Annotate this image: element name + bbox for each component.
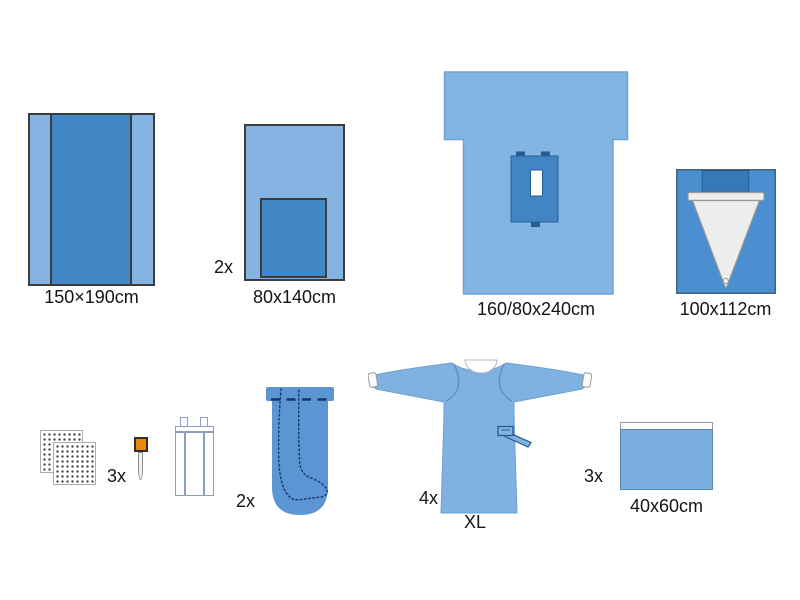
patch-tab: [516, 151, 525, 158]
gown-graphic: [368, 359, 592, 514]
collection-cone: [691, 199, 761, 288]
pouch-top-panel: [701, 170, 750, 193]
adhesive-drape-graphic: [244, 124, 345, 281]
side-drape-graphic: [28, 113, 155, 286]
leg-cover-graphic: [266, 387, 334, 515]
leg-cover-qty-label: 2x: [236, 491, 256, 511]
collection-cone-rim: [687, 191, 765, 202]
side-drape-size-label: 150×190cm: [44, 287, 139, 307]
holder-seam-line: [203, 431, 205, 495]
patch-tab: [541, 151, 550, 158]
patch-tab: [531, 221, 540, 227]
gown-neckline: [464, 359, 498, 374]
side-drape-reinforcement-panel: [50, 115, 132, 284]
gown-belt-clip: [497, 425, 514, 437]
towel-graphic: [620, 429, 713, 490]
fenestrated-drape-graphic: [443, 71, 629, 295]
gauze-swab: [53, 442, 96, 485]
towel-qty-label: 3x: [584, 466, 604, 486]
leg-outline-dotted: [277, 388, 328, 501]
swab-stick-head: [134, 437, 148, 452]
gauze-swabs-qty-label: 3x: [107, 466, 127, 486]
holder-fold-line: [176, 431, 213, 433]
gown-qty-label: 4x: [419, 488, 439, 508]
gown-body: [371, 362, 587, 514]
adhesive-drape-qty-label: 2x: [214, 257, 234, 277]
gown-cuff-left: [368, 372, 379, 388]
pouch-drape-size-label: 100x112cm: [679, 299, 772, 319]
fenestration-window: [530, 169, 543, 197]
gown-seam-right: [498, 363, 513, 402]
holder-seam-line: [184, 431, 186, 495]
towel-size-label: 40x60cm: [629, 496, 704, 516]
leg-cover-cuff: [266, 387, 334, 401]
gown-size-label: XL: [463, 512, 487, 532]
pouch-drape-graphic: [676, 169, 776, 294]
instrument-holder-graphic: [175, 426, 214, 496]
drain-port: [722, 278, 729, 284]
absorbent-panel: [260, 198, 327, 278]
fenestrated-drape-size-label: 160/80x240cm: [476, 299, 596, 319]
gown-cuff-right: [581, 372, 592, 388]
swab-stick-handle: [138, 452, 143, 480]
gown-seam-left: [445, 363, 460, 402]
adhesive-drape-size-label: 80x140cm: [252, 287, 337, 307]
